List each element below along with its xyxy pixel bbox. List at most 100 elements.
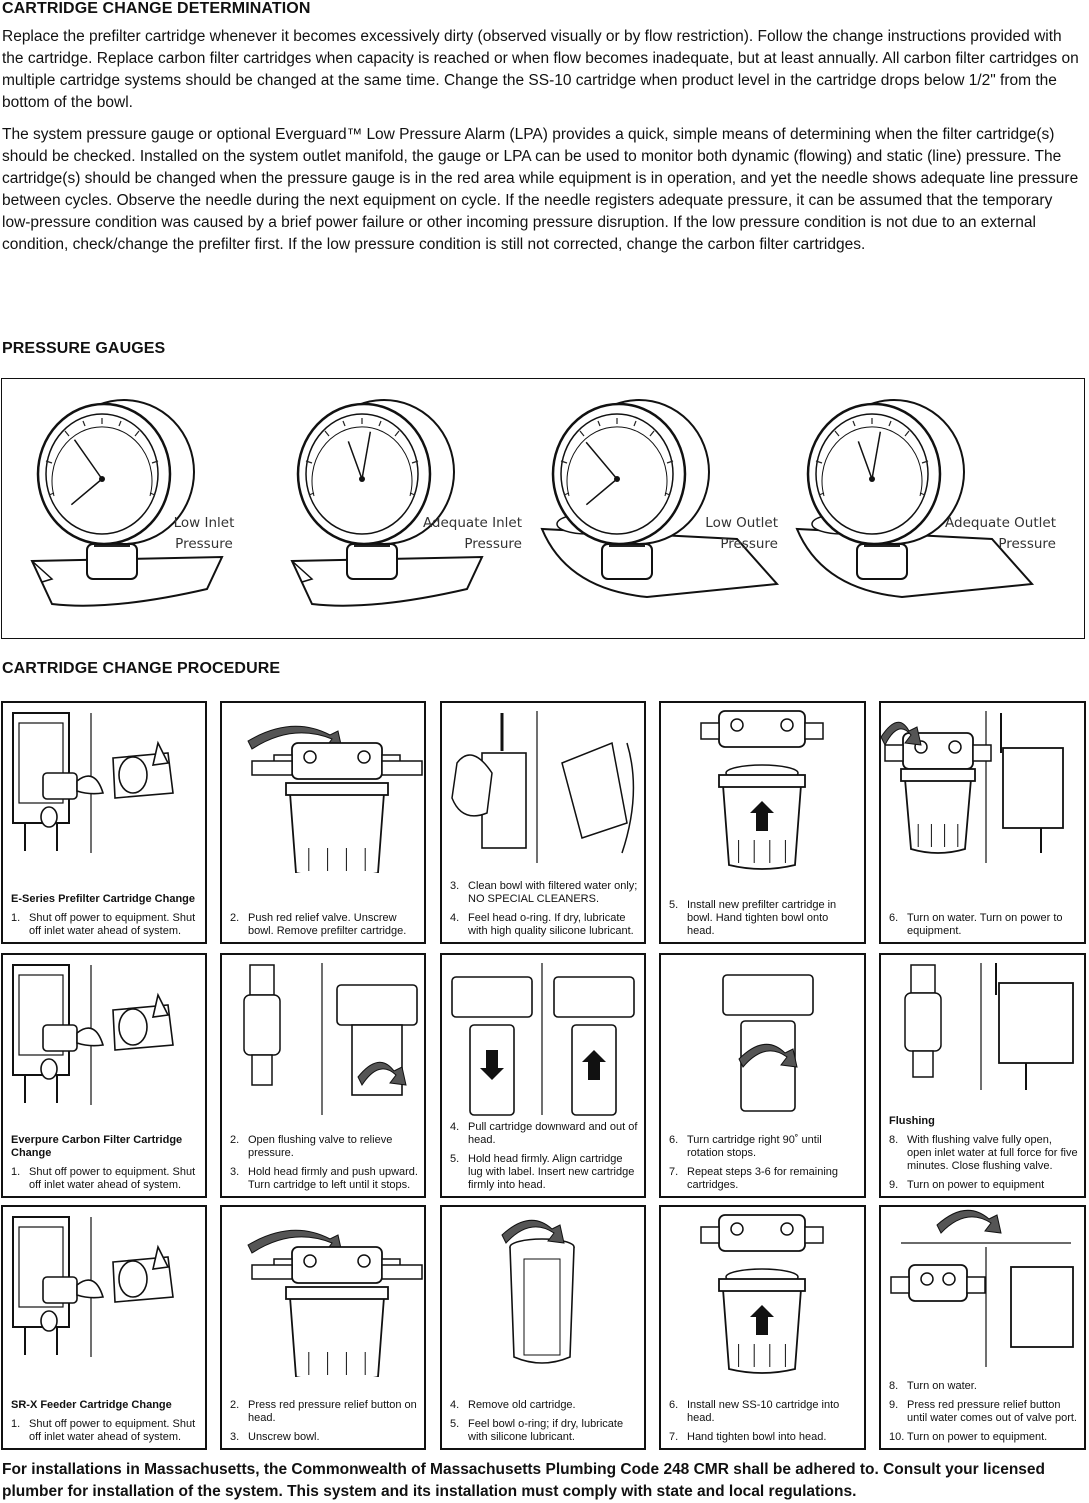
step-number: 5. — [450, 1418, 460, 1430]
step-instruction: Install new SS-10 cartridge into head. — [687, 1399, 840, 1424]
step-number: 6. — [669, 1399, 679, 1411]
step-number: 1. — [11, 912, 21, 924]
gauge-dial — [45, 413, 159, 535]
gauge-fitting — [856, 543, 908, 580]
gauge-label-line2: Pressure — [175, 536, 233, 552]
step-number: 7. — [669, 1431, 679, 1443]
gauge-dial — [560, 413, 674, 535]
paragraph-prefilter: Replace the prefilter cartridge whenever… — [2, 28, 1079, 111]
gauge-dial — [815, 413, 929, 535]
gauge-label-line1: Adequate Inlet — [422, 515, 522, 531]
step-instruction: Turn on water. Turn on power to equipmen… — [907, 912, 1063, 937]
procedure-step: 5. Install new prefilter cartridge in bow… — [669, 899, 858, 938]
step-number: 8. — [889, 1380, 899, 1392]
procedure-cell-r2-c2: 2.Open flushing valve to relieve pressur… — [220, 953, 426, 1198]
step-text: 2. Press red pressure relief button on he… — [230, 1393, 418, 1444]
gauge-needle-secondary — [70, 478, 103, 506]
gauge-label-line1: Adequate Outlet — [945, 515, 1056, 531]
procedure-step: 6. Install new SS-10 cartridge into head. — [669, 1399, 858, 1425]
procedure-step: 6. Turn on water. Turn on power to equipm… — [889, 912, 1078, 938]
procedure-step: 4.Remove old cartridge. — [450, 1399, 638, 1412]
procedure-title: SR-X Feeder Cartridge Change — [11, 1399, 172, 1411]
procedure-cell-r3-c4: 6. Install new SS-10 cartridge into head.… — [659, 1205, 866, 1450]
procedure-cell-r2-c4: 6.Turn cartridge right 90˚ until rotatio… — [659, 953, 866, 1198]
procedure-cell-r2-c3: 4. Pull cartridge downward and out of hea… — [440, 953, 646, 1198]
gauge-hub — [614, 476, 620, 482]
gauge-label-line2: Pressure — [998, 536, 1056, 552]
procedure-cell-r1-c5: 6. Turn on water. Turn on power to equipm… — [879, 701, 1086, 944]
procedure-step: 6.Turn cartridge right 90˚ until rotatio… — [669, 1134, 858, 1160]
step-illustration — [247, 725, 423, 873]
step-illustration — [247, 1229, 423, 1377]
step-instruction: Turn on water. — [907, 1380, 977, 1392]
gauge-base — [795, 527, 1035, 599]
gauge-base — [30, 555, 224, 607]
gauge-low-outlet — [540, 399, 780, 599]
procedure-step: 9.Turn on power to equipment — [889, 1179, 1078, 1192]
step-text: 3.Clean bowl with filtered water only; N… — [450, 874, 638, 938]
gauge-hub — [99, 476, 105, 482]
step-instruction: Pull cartridge downward and out of head. — [468, 1121, 638, 1146]
procedure-cell-r1-c4: 5. Install new prefilter cartridge in bow… — [659, 701, 866, 944]
step-number: 4. — [450, 912, 460, 924]
gauge-hub — [869, 476, 875, 482]
step-instruction: Press red pressure relief button until w… — [907, 1399, 1077, 1424]
section-heading-gauges: PRESSURE GAUGES — [2, 340, 166, 357]
step-text: 2.Push red relief valve. Unscrew bowl. R… — [230, 906, 418, 938]
step-number: 9. — [889, 1179, 899, 1191]
procedure-step: 1.Shut off power to equipment. Shut off … — [11, 1166, 199, 1192]
step-instruction: Hold head firmly. Align cartridge lug wi… — [468, 1153, 635, 1191]
step-instruction: Unscrew bowl. — [248, 1431, 320, 1443]
step-number: 6. — [889, 912, 899, 924]
step-number: 2. — [230, 1399, 240, 1411]
gauge-label-line2: Pressure — [464, 536, 522, 552]
gauge-base — [540, 527, 780, 599]
section-heading-procedure: CARTRIDGE CHANGE PROCEDURE — [2, 660, 281, 677]
gauge-needle-secondary — [857, 441, 873, 480]
gauge-label-line1: Low Outlet — [705, 515, 778, 531]
step-number: 5. — [669, 899, 679, 911]
step-illustration — [451, 711, 635, 863]
gauge-needle-secondary — [585, 478, 618, 506]
step-instruction: Feel bowl o-ring; if dry, lubricate with… — [468, 1418, 624, 1443]
step-number: 1. — [11, 1166, 21, 1178]
procedure-step: 10.Turn on power to equipment. — [889, 1431, 1078, 1444]
procedure-step: 7. Repeat steps 3-6 for remaining cartrid… — [669, 1166, 858, 1192]
procedure-step: 5. Hold head firmly. Align cartridge lug … — [450, 1153, 638, 1192]
gauge-needle-secondary — [347, 441, 363, 480]
step-instruction: Remove old cartridge. — [468, 1399, 576, 1411]
procedure-cell-r3-c5: 8. Turn on water. 9.Press red pressure rel… — [879, 1205, 1086, 1450]
procedure-step: 7. Hand tighten bowl into head. — [669, 1431, 858, 1444]
section-heading-determination: CARTRIDGE CHANGE DETERMINATION — [2, 0, 311, 17]
step-instruction: Repeat steps 3-6 for remaining cartridge… — [687, 1166, 839, 1191]
procedure-step: 2.Push red relief valve. Unscrew bowl. R… — [230, 912, 418, 938]
gauge-needle — [585, 441, 618, 480]
gauge-dial — [305, 413, 419, 535]
step-instruction: Install new prefilter cartridge in bowl.… — [687, 899, 837, 937]
gauge-label-line2: Pressure — [720, 536, 778, 552]
procedure-step: 8. Turn on water. — [889, 1380, 1078, 1393]
gauge-needle — [361, 431, 372, 480]
step-text: 4. Pull cartridge downward and out of hea… — [450, 1115, 638, 1192]
gauge-low-inlet — [30, 399, 224, 607]
step-instruction: Hand tighten bowl into head. — [687, 1431, 827, 1443]
gauge-needle — [871, 431, 882, 480]
step-instruction: Press red pressure relief button on head… — [248, 1399, 417, 1424]
step-number: 7. — [669, 1166, 679, 1178]
step-illustration — [700, 1214, 824, 1374]
step-instruction: Shut off power to equipment. Shut off in… — [29, 1418, 196, 1443]
procedure-cell-r3-c3: 4.Remove old cartridge. 5. Feel bowl o-rin… — [440, 1205, 646, 1450]
procedure-cell-r1-c2: 2.Push red relief valve. Unscrew bowl. R… — [220, 701, 426, 944]
procedure-cell-r1-c3: 3.Clean bowl with filtered water only; N… — [440, 701, 646, 944]
procedure-step: 9.Press red pressure relief button until… — [889, 1399, 1078, 1425]
gauge-label-low-inlet: Low Inlet Pressure — [172, 513, 236, 555]
gauge-panel: Low Inlet Pressure Adequate Inlet Pressu… — [1, 378, 1085, 639]
step-number: 4. — [450, 1121, 460, 1133]
step-number: 5. — [450, 1153, 460, 1165]
